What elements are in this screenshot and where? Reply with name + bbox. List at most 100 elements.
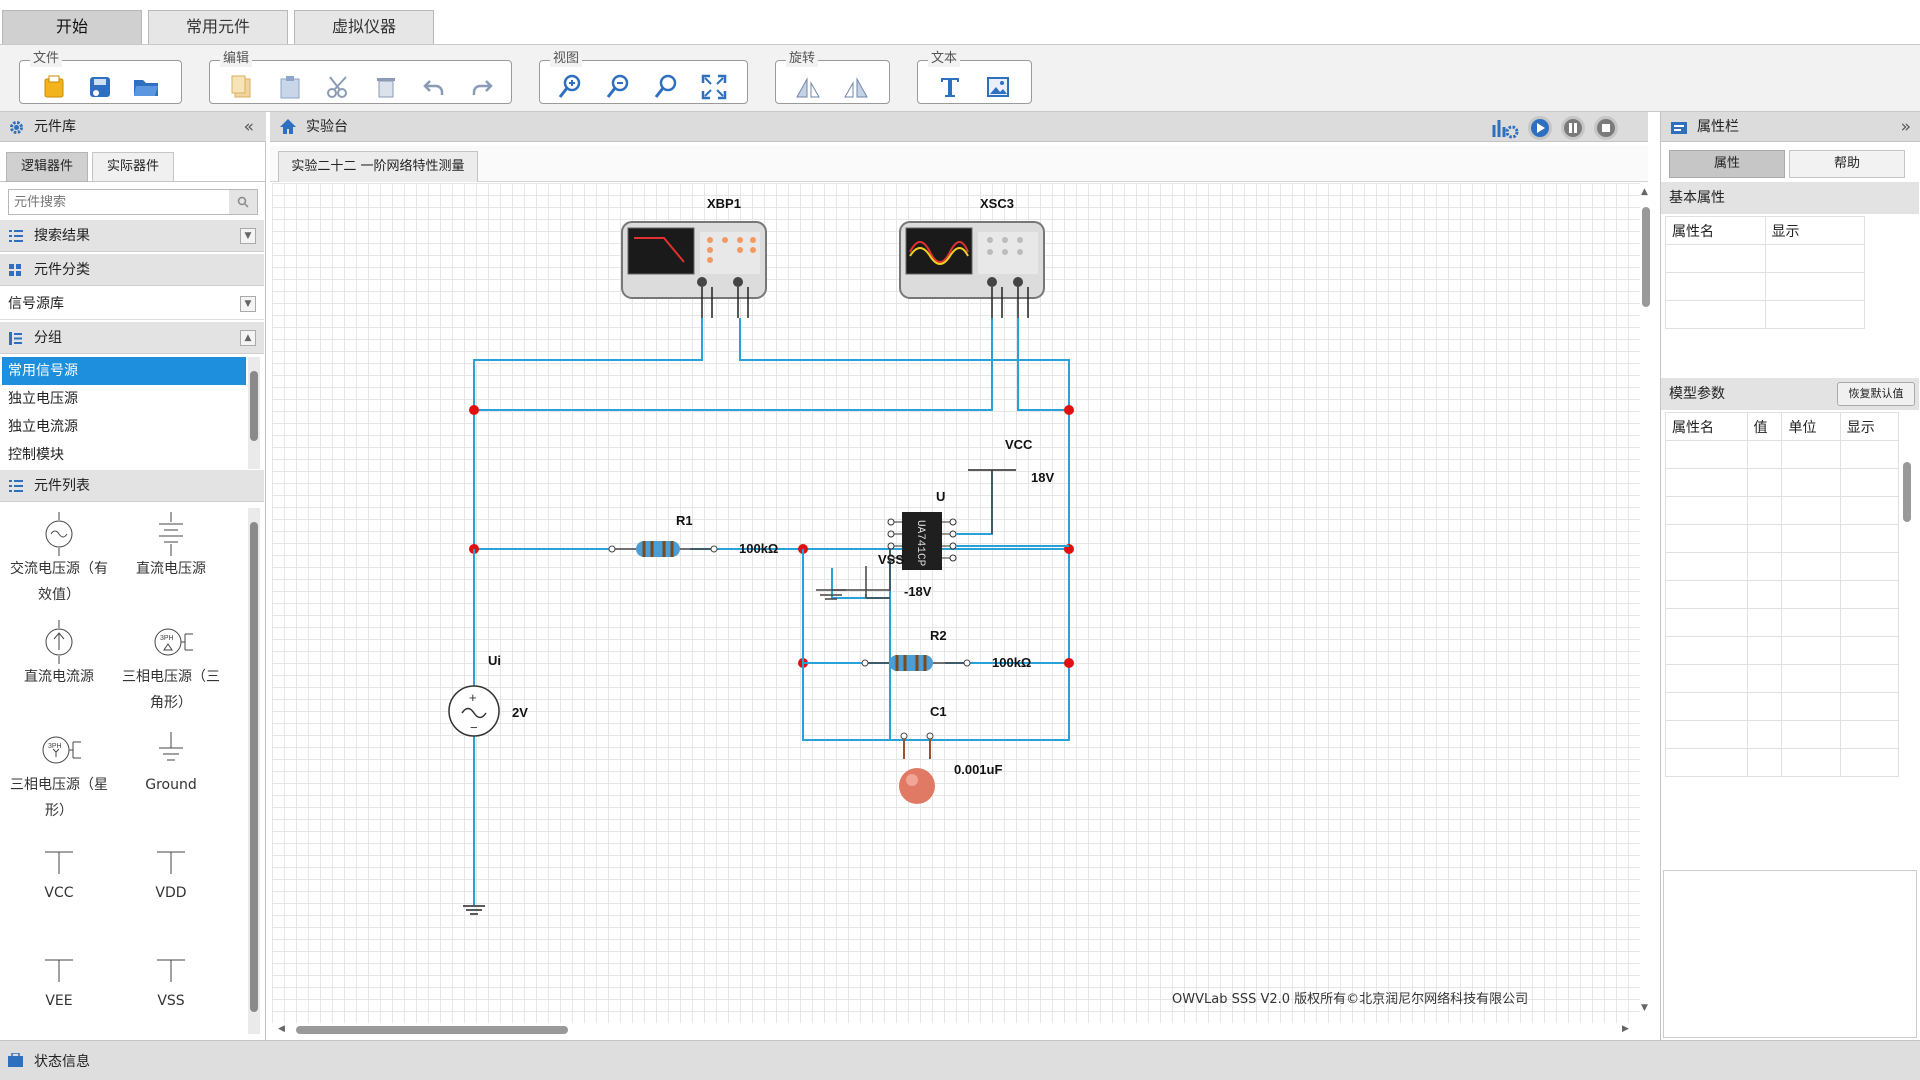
chevron-up-icon[interactable]: ▲ [240,330,256,346]
component-3phase-delta[interactable]: 3PH 三相电压源（三角形） [116,620,226,716]
search-button[interactable] [229,190,257,214]
tab-common-components[interactable]: 常用元件 [148,10,288,44]
component-list-label: 元件列表 [34,478,90,494]
label-xsc3: XSC3 [980,196,1014,211]
paste-icon[interactable] [276,73,304,101]
insert-image-icon[interactable] [984,73,1012,101]
category-value: 信号源库 [8,296,64,312]
tab-start[interactable]: 开始 [2,10,142,44]
properties-panel: 属性栏 » 属性 帮助 基本属性 属性名显示 模型参数 恢复默认值 属性名值单位… [1660,112,1920,1040]
status-icon [8,1053,23,1067]
text-tool-icon[interactable] [936,73,964,101]
fit-screen-icon[interactable] [700,73,728,101]
zoom-out-icon[interactable] [604,73,632,101]
category-select[interactable]: 信号源库 ▼ [0,288,264,320]
svg-text:3PH: 3PH [48,743,62,750]
stop-simulation-icon[interactable] [1593,115,1619,141]
component-vee[interactable]: VEE [4,944,114,1014]
component-label: VSS [157,993,185,1009]
col-prop-name: 属性名 [1665,412,1748,441]
zoom-icon[interactable] [652,73,680,101]
label-xbp1: XBP1 [707,196,741,211]
tab-logic-devices[interactable]: 逻辑器件 [6,152,88,182]
search-box [8,189,258,215]
component-dc-voltage-source[interactable]: 直流电压源 [116,512,226,582]
component-list-section: 元件列表 [0,470,264,502]
model-params-scrollbar[interactable] [1901,444,1913,864]
status-title: 状态信息 [34,1054,90,1070]
label-c1: C1 [930,704,947,719]
schematic-canvas[interactable] [272,183,1640,1025]
redo-icon[interactable] [468,73,496,101]
properties-header: 属性栏 » [1661,112,1920,142]
group-item-voltage-sources[interactable]: 独立电压源 [8,391,78,407]
component-search-input[interactable] [9,190,227,214]
component-label: 三相电压源（星形） [10,777,108,819]
gear-icon [10,121,23,134]
chevron-down-icon[interactable]: ▼ [240,228,256,244]
component-list-scrollbar[interactable] [248,508,260,1034]
restore-defaults-button[interactable]: 恢复默认值 [1837,382,1915,406]
three-phase-icon: 3PH [42,736,81,764]
component-ground[interactable]: Ground [116,728,226,798]
groups-section[interactable]: 分组 ▲ [0,322,264,354]
group-item-control-modules[interactable]: 控制模块 [8,447,64,463]
copy-icon[interactable] [228,73,256,101]
label-c1-value: 0.001uF [954,762,1003,777]
new-file-icon[interactable] [40,73,68,101]
open-folder-icon[interactable] [132,73,160,101]
tab-help[interactable]: 帮助 [1789,150,1905,178]
label-r2-value: 100kΩ [992,655,1032,670]
component-dc-current-source[interactable]: 直流电流源 [4,620,114,690]
rotate-group-title: 旋转 [786,51,819,67]
properties-title: 属性栏 [1697,119,1739,135]
analysis-settings-icon[interactable] [1492,117,1520,139]
help-text-area [1663,870,1917,1038]
label-u: U [936,489,946,504]
component-library-panel: 元件库 « 逻辑器件 实际器件 搜索结果 ▼ 元件分类 信号源库 ▼ 分组 ▲ … [0,112,266,1040]
delete-icon[interactable] [372,73,400,101]
tab-real-devices[interactable]: 实际器件 [92,152,174,182]
main-tab-bar: 开始 常用元件 虚拟仪器 [0,0,1920,44]
canvas-hscrollbar[interactable]: ◀ ▶ [272,1023,1640,1037]
save-icon[interactable] [86,73,114,101]
collapse-properties-button[interactable]: » [1900,117,1911,137]
col-unit: 单位 [1781,412,1841,441]
component-vss[interactable]: VSS [116,944,226,1014]
group-item-current-sources[interactable]: 独立电流源 [8,419,78,435]
tab-experiment-22[interactable]: 实验二十二 一阶网络特性测量 [278,151,478,182]
component-vdd[interactable]: VDD [116,836,226,906]
tab-properties[interactable]: 属性 [1669,150,1785,178]
col-prop-name: 属性名 [1665,216,1766,245]
group-item-common-sources[interactable]: 常用信号源 [2,357,246,385]
undo-icon[interactable] [420,73,448,101]
component-3phase-star[interactable]: 3PH 三相电压源（星形） [4,728,114,824]
component-vcc[interactable]: VCC [4,836,114,906]
file-group-title: 文件 [30,51,63,67]
canvas-vscrollbar[interactable]: ▲ ▼ [1640,183,1652,1023]
ribbon-toolbar: 文件 编辑 视图 旋转 文本 [0,44,1920,112]
col-display: 显示 [1764,216,1865,245]
col-display: 显示 [1839,412,1900,441]
rotate-left-icon[interactable] [794,73,822,101]
pause-simulation-icon[interactable] [1560,115,1586,141]
three-phase-icon: 3PH [154,628,193,656]
model-params-label: 模型参数 [1669,386,1725,402]
search-results-section[interactable]: 搜索结果 ▼ [0,220,264,252]
chevron-down-icon[interactable]: ▼ [240,296,256,312]
tab-virtual-instruments[interactable]: 虚拟仪器 [294,10,434,44]
component-label: Ground [145,777,197,793]
dc-source-icon [159,512,183,556]
label-ui-value: 2V [512,705,528,720]
label-r1: R1 [676,513,693,528]
groups-scrollbar[interactable] [248,357,260,469]
collapse-library-button[interactable]: « [243,117,254,137]
zoom-in-icon[interactable] [556,73,584,101]
component-ac-voltage-source[interactable]: 交流电压源（有效值） [4,512,114,608]
rotate-right-icon[interactable] [842,73,870,101]
library-title: 元件库 [34,119,76,135]
cut-icon[interactable] [324,73,352,101]
view-group: 视图 [539,51,748,104]
run-simulation-icon[interactable] [1527,115,1553,141]
text-group: 文本 [917,51,1032,104]
